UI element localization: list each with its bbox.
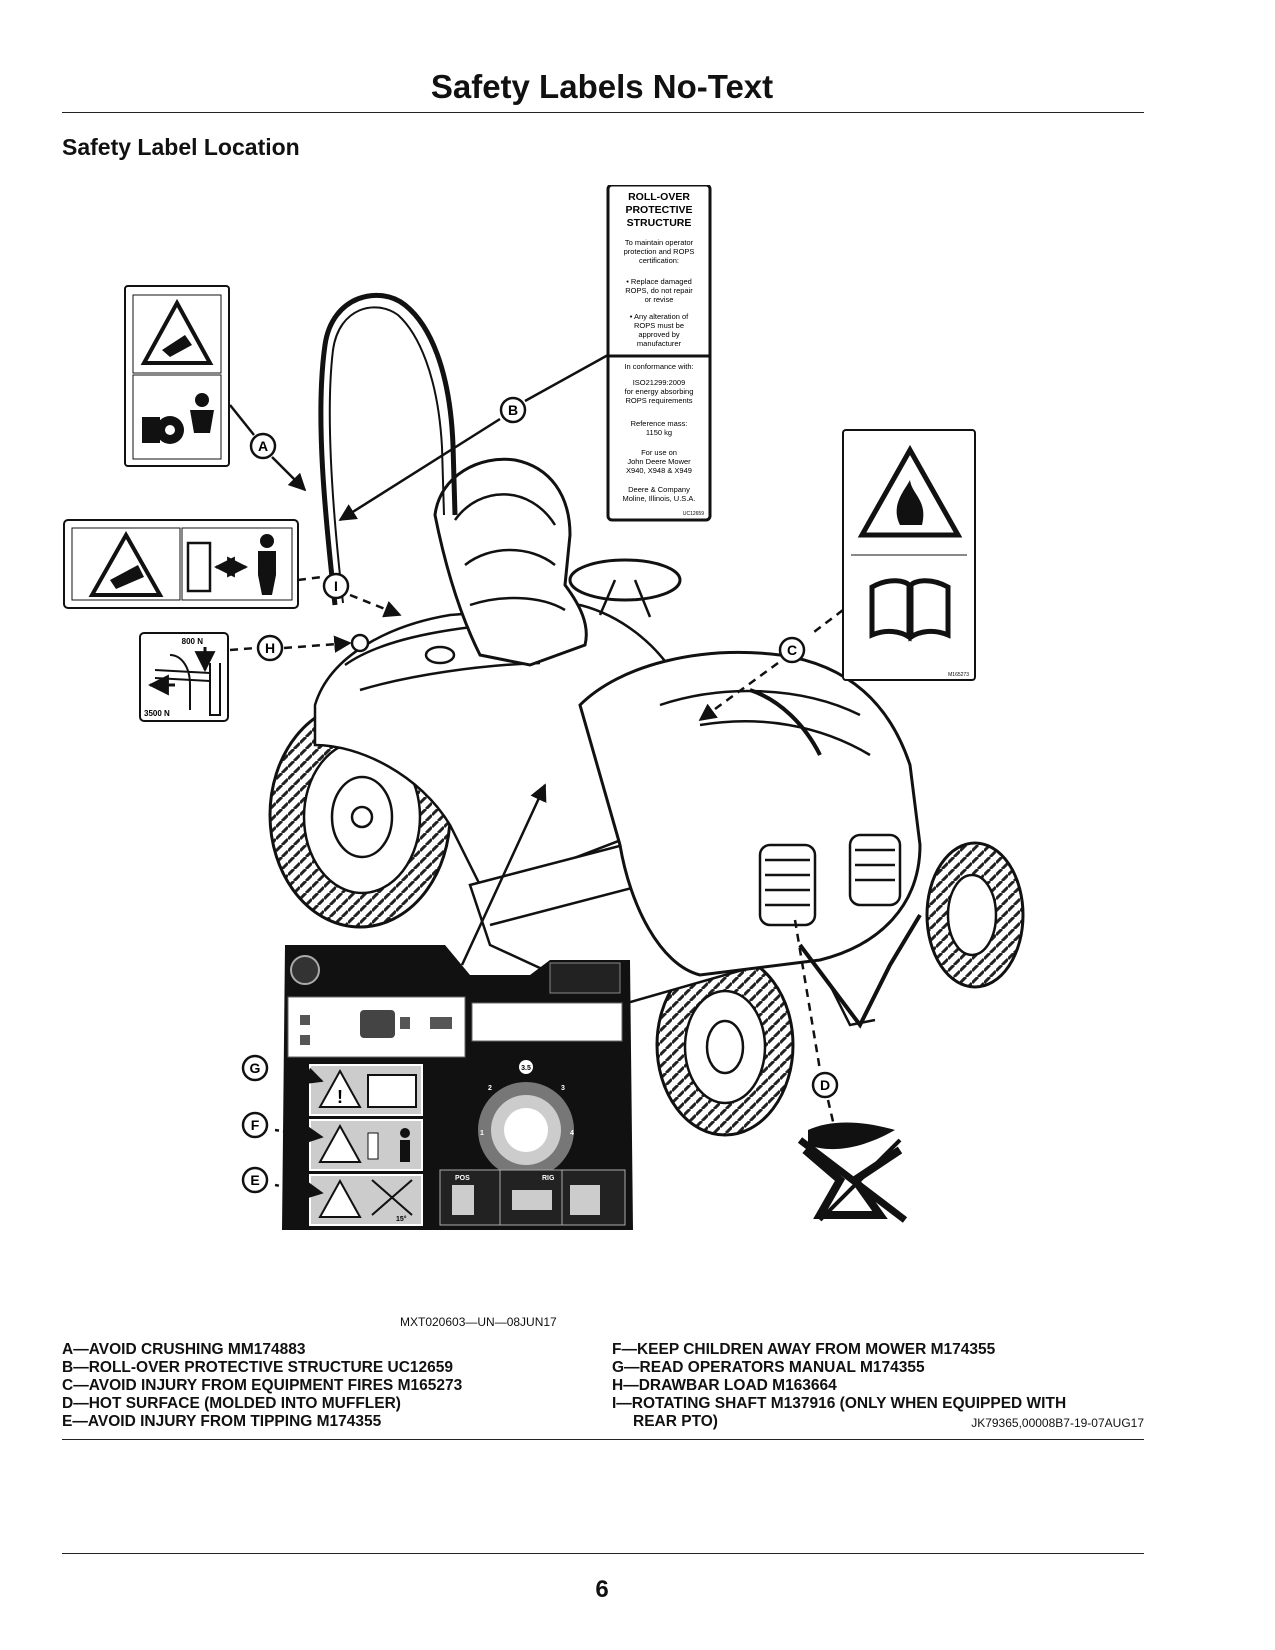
svg-text:B: B bbox=[508, 402, 518, 418]
callout-c: C bbox=[778, 636, 806, 664]
rops-standard-1: ISO21299:2009 bbox=[633, 378, 686, 387]
svg-text:I: I bbox=[334, 578, 338, 594]
rops-standard-2: for energy absorbing bbox=[625, 387, 694, 396]
label-b-rops: ROLL-OVER PROTECTIVE STRUCTURE To mainta… bbox=[606, 185, 712, 522]
rops-company-1: Deere & Company bbox=[628, 485, 690, 494]
legend-item: H—DRAWBAR LOAD M163664 bbox=[612, 1377, 837, 1394]
document-reference: JK79365,00008B7-19-07AUG17 bbox=[971, 1416, 1144, 1430]
svg-text:D: D bbox=[820, 1077, 830, 1093]
rops-mass-1: Reference mass: bbox=[631, 419, 688, 428]
legend-item: E—AVOID INJURY FROM TIPPING M174355 bbox=[62, 1413, 382, 1430]
page-number: 6 bbox=[595, 1576, 609, 1603]
svg-text:E: E bbox=[250, 1172, 259, 1188]
rops-conformance: In conformance with: bbox=[624, 362, 693, 371]
callout-d: D bbox=[811, 1071, 839, 1099]
rops-code: UC12659 bbox=[683, 511, 704, 517]
label-a-crush bbox=[124, 285, 230, 467]
label-i-rotating-shaft bbox=[63, 519, 299, 609]
rops-bullet1-1: • Replace damaged bbox=[626, 277, 692, 286]
legend-item: D—HOT SURFACE (MOLDED INTO MUFFLER) bbox=[62, 1395, 401, 1412]
rops-bullet1-2: ROPS, do not repair bbox=[625, 286, 693, 295]
dial-left: 1 bbox=[480, 1130, 484, 1137]
rops-bullet2-3: approved by bbox=[638, 330, 680, 339]
legend-bottom-rule bbox=[62, 1439, 1144, 1440]
rops-title-3: STRUCTURE bbox=[627, 217, 692, 229]
pos-label: POS bbox=[455, 1175, 470, 1182]
rops-mass-2: 1150 kg bbox=[646, 428, 672, 437]
svg-text:G: G bbox=[250, 1060, 261, 1076]
callout-a: A bbox=[249, 432, 277, 460]
legend-item: C—AVOID INJURY FROM EQUIPMENT FIRES M165… bbox=[62, 1377, 463, 1394]
fire-label-code: M165273 bbox=[948, 672, 969, 678]
rops-standard-3: ROPS requirements bbox=[625, 396, 692, 405]
callout-i: I bbox=[322, 572, 350, 600]
legend-item: I—ROTATING SHAFT M137916 (ONLY WHEN EQUI… bbox=[612, 1395, 1067, 1412]
label-h-drawbar-load: 800 N 3500 N bbox=[139, 632, 229, 722]
legend-left-column: A—AVOID CRUSHING MM174883 B—ROLL-OVER PR… bbox=[62, 1341, 462, 1431]
rops-intro-1: To maintain operator bbox=[625, 238, 694, 247]
label-f-keep-children-away bbox=[309, 1119, 423, 1171]
leader-lines bbox=[229, 353, 844, 1199]
label-e-tipping: 15° bbox=[309, 1174, 423, 1226]
legend-item: A—AVOID CRUSHING MM174883 bbox=[62, 1341, 306, 1358]
title-rule bbox=[62, 112, 1144, 113]
rops-intro-2: protection and ROPS bbox=[624, 247, 695, 256]
dial-top: 3.5 bbox=[521, 1065, 531, 1072]
drawbar-vertical-load: 800 N bbox=[182, 637, 204, 646]
callout-e: E bbox=[241, 1166, 269, 1194]
tractor-drawing bbox=[268, 292, 1025, 1137]
rops-bullet2-4: manufacturer bbox=[637, 339, 682, 348]
footer-rule bbox=[62, 1553, 1144, 1554]
callout-h: H bbox=[256, 634, 284, 662]
rops-bullet2-2: ROPS must be bbox=[634, 321, 684, 330]
dial-upper-left: 2 bbox=[488, 1085, 492, 1092]
label-c-fire: M165273 bbox=[842, 429, 976, 681]
rops-company-2: Moline, Illinois, U.S.A. bbox=[623, 494, 696, 503]
dash-panel-labels: ! 15° 3.5 1 4 2 3 bbox=[282, 945, 633, 1230]
page-title: Safety Labels No-Text bbox=[430, 68, 774, 105]
tip-angle: 15° bbox=[396, 1215, 407, 1223]
legend-item: G—READ OPERATORS MANUAL M174355 bbox=[612, 1359, 925, 1376]
dial-right: 4 bbox=[570, 1130, 574, 1137]
legend-item-continuation: REAR PTO) bbox=[633, 1413, 718, 1430]
rops-use-1: For use on bbox=[641, 448, 677, 457]
throttle-dial: 3.5 1 4 2 3 bbox=[478, 1060, 574, 1178]
svg-text:!: ! bbox=[337, 1087, 343, 1107]
section-heading: Safety Label Location bbox=[62, 134, 300, 160]
front-right-tire bbox=[925, 841, 1025, 989]
rops-title-1: ROLL-OVER bbox=[628, 191, 690, 203]
figure-id: MXT020603—UN—08JUN17 bbox=[400, 1315, 557, 1329]
callout-f: F bbox=[241, 1111, 269, 1139]
callout-g: G bbox=[241, 1054, 269, 1082]
svg-text:C: C bbox=[787, 642, 797, 658]
rops-bullet2-1: • Any alteration of bbox=[630, 312, 689, 321]
svg-text:F: F bbox=[251, 1117, 260, 1133]
legend-right-column: F—KEEP CHILDREN AWAY FROM MOWER M174355 … bbox=[612, 1341, 1066, 1431]
svg-text:H: H bbox=[265, 640, 275, 656]
rops-use-3: X940, X948 & X949 bbox=[626, 466, 692, 475]
drawbar-horizontal-load: 3500 N bbox=[144, 709, 170, 718]
rops-intro-3: certification: bbox=[639, 256, 679, 265]
rops-title-2: PROTECTIVE bbox=[625, 204, 692, 216]
legend-item: F—KEEP CHILDREN AWAY FROM MOWER M174355 bbox=[612, 1341, 996, 1358]
rops-use-2: John Deere Mower bbox=[627, 457, 691, 466]
label-d-hot-surface bbox=[797, 1122, 908, 1223]
legend-item: B—ROLL-OVER PROTECTIVE STRUCTURE UC12659 bbox=[62, 1359, 453, 1376]
rops-bullet1-3: or revise bbox=[645, 295, 674, 304]
svg-text:A: A bbox=[258, 438, 268, 454]
dial-upper-right: 3 bbox=[561, 1085, 565, 1092]
safety-label-location-figure: 800 N 3500 N ROLL-OVER PROTECTIVE STRUCT… bbox=[63, 185, 1025, 1230]
callout-b: B bbox=[499, 396, 527, 424]
rig-label: RIG bbox=[542, 1175, 555, 1182]
label-g-read-manual: ! bbox=[309, 1064, 423, 1116]
